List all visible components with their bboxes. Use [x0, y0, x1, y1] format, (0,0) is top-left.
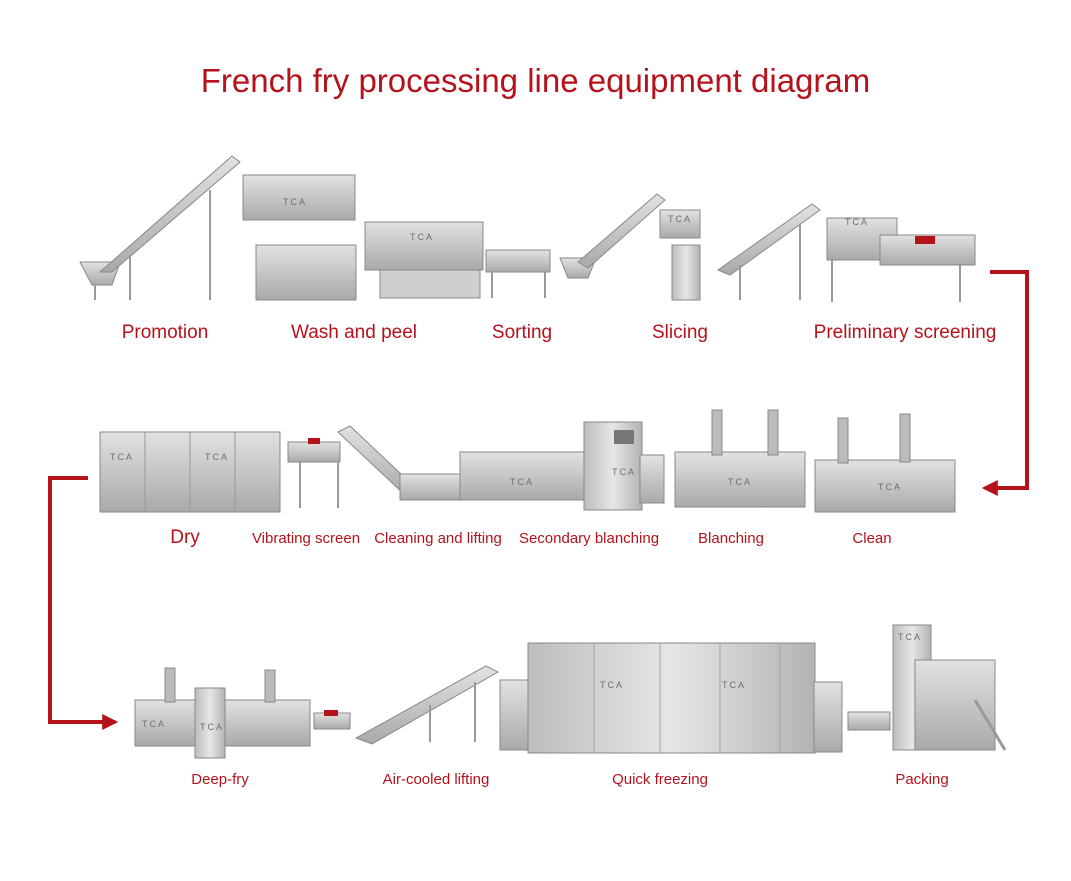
- brand-label: TCA: [510, 477, 534, 487]
- brand-label: TCA: [200, 722, 224, 732]
- machine-wash-peel: TCA TCA: [242, 174, 484, 301]
- stage-label-promotion: Promotion: [121, 322, 209, 343]
- machine-sorting: [485, 249, 551, 298]
- brand-label: TCA: [205, 452, 229, 462]
- stage-label-clean: Clean: [852, 530, 892, 547]
- stage-label-sorting: Sorting: [491, 322, 553, 343]
- flow-arrow-2: [48, 476, 119, 730]
- machine-quick-freezing: TCA TCA: [499, 642, 843, 754]
- brand-label: TCA: [668, 214, 692, 224]
- stage-label-blanching: Blanching: [698, 530, 764, 547]
- stage-label-dry: Dry: [170, 527, 200, 548]
- machine-promotion: [79, 155, 241, 300]
- flow-arrow-1: [981, 270, 1029, 496]
- machine-cleaning-lifting: [337, 425, 461, 501]
- stage-label-cleaning-lifting: Cleaning and lifting: [374, 530, 502, 547]
- brand-label: TCA: [142, 719, 166, 729]
- stage-label-slicing: Slicing: [652, 322, 708, 343]
- machine-vibrating-screen: [287, 438, 341, 508]
- page-title: French fry processing line equipment dia…: [200, 62, 871, 99]
- stage-label-wash-peel: Wash and peel: [290, 322, 418, 343]
- brand-label: TCA: [110, 452, 134, 462]
- stage-label-packing: Packing: [895, 771, 949, 788]
- machine-air-cooled-lifting: [313, 665, 500, 745]
- brand-label: TCA: [898, 632, 922, 642]
- brand-label: TCA: [845, 217, 869, 227]
- machine-dry: TCA TCA: [99, 431, 281, 513]
- machine-packing: TCA: [847, 624, 1007, 751]
- brand-label: TCA: [722, 680, 746, 690]
- stage-label-preliminary-screening: Preliminary screening: [813, 322, 997, 343]
- stage-label-secondary-blanching: Secondary blanching: [518, 530, 660, 547]
- brand-label: TCA: [600, 680, 624, 690]
- brand-label: TCA: [728, 477, 752, 487]
- machine-clean: TCA: [814, 413, 956, 513]
- machine-preliminary-screening: TCA: [826, 217, 976, 302]
- machine-blanching: TCA: [674, 409, 806, 508]
- machine-slicing: TCA: [559, 193, 821, 301]
- stage-label-air-cooled-lifting: Air-cooled lifting: [382, 771, 490, 788]
- brand-label: TCA: [612, 467, 636, 477]
- stage-label-vibrating-screen: Vibrating screen: [251, 530, 361, 547]
- stage-label-quick-freezing: Quick freezing: [612, 771, 708, 788]
- brand-label: TCA: [878, 482, 902, 492]
- brand-label: TCA: [283, 197, 307, 207]
- stage-label-deep-fry: Deep-fry: [191, 771, 249, 788]
- machine-secondary-blanching: TCA TCA: [459, 421, 665, 511]
- machine-deep-fry: TCA TCA: [134, 667, 311, 759]
- brand-label: TCA: [410, 232, 434, 242]
